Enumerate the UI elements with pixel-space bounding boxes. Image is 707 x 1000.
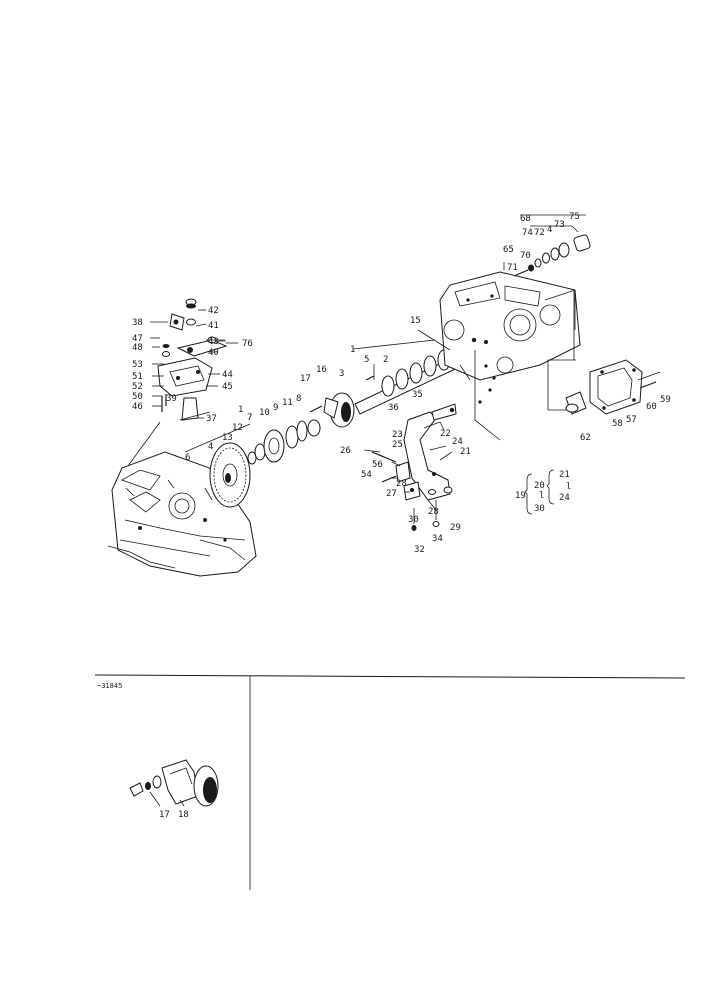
callout-71: 71 [507, 263, 518, 273]
callout-19: 19 [515, 491, 526, 501]
callout-30: 30 [408, 515, 419, 525]
callout-72: 72 [534, 228, 545, 238]
callout-10: 10 [259, 408, 270, 418]
callout-24-range: 24 [559, 493, 570, 503]
callout-51: 51 [132, 372, 143, 382]
callout-75: 75 [569, 212, 580, 222]
gear-train [209, 392, 355, 508]
callout-46: 46 [132, 402, 143, 412]
range-mark-2: l [539, 491, 544, 501]
callout-34: 34 [432, 534, 443, 544]
callout-9: 9 [273, 403, 278, 413]
callout-70: 70 [520, 251, 531, 261]
callout-4-gear: 4 [208, 442, 213, 452]
callout-60: 60 [646, 402, 657, 412]
callout-13: 13 [222, 433, 233, 443]
callout-35: 35 [412, 390, 423, 400]
range-bracket-19 [525, 469, 555, 515]
callout-2: 2 [383, 355, 388, 365]
serial-note: ~31845 [97, 682, 122, 690]
callout-16: 16 [316, 365, 327, 375]
callout-23: 23 [392, 430, 403, 440]
callout-1-shaft: 1 [350, 345, 355, 355]
callout-76: 76 [242, 339, 253, 349]
callout-20: 20 [534, 481, 545, 491]
timing-cover [565, 359, 661, 415]
callout-44: 44 [222, 370, 233, 380]
callout-47: 47 [132, 334, 143, 344]
callout-4-pump: 4 [547, 225, 552, 235]
callout-65: 65 [503, 245, 514, 255]
callout-45: 45 [222, 382, 233, 392]
callout-48: 48 [132, 343, 143, 353]
callout-24: 24 [452, 437, 463, 447]
inset-detail-drawing: 17 18 [129, 759, 219, 820]
callout-1-gear: 1 [238, 405, 243, 415]
callout-3: 3 [339, 369, 344, 379]
callout-8-seal: 8 [296, 394, 301, 404]
callout-74: 74 [522, 228, 533, 238]
callout-21-range: 21 [559, 470, 570, 480]
governor-fork-assembly [371, 403, 457, 531]
callout-54: 54 [361, 470, 372, 480]
governor-lever-assembly [157, 298, 228, 421]
callout-42: 42 [208, 306, 219, 316]
callout-73: 73 [554, 220, 565, 230]
inset-callout-17: 17 [159, 810, 170, 820]
callout-68: 68 [520, 214, 531, 224]
callout-53: 53 [132, 360, 143, 370]
callout-38: 38 [132, 318, 143, 328]
callout-25: 25 [392, 440, 403, 450]
callout-5: 5 [364, 355, 369, 365]
callout-39: 39 [166, 394, 177, 404]
inset-callout-18: 18 [178, 810, 189, 820]
callout-32: 32 [414, 545, 425, 555]
callout-30-range: 30 [534, 504, 545, 514]
exploded-assembly-drawing: 68 75 74 72 4 73 65 70 71 42 38 41 47 43… [107, 212, 671, 577]
range-mark-1: l [566, 482, 571, 492]
leader-lines [150, 214, 586, 493]
callout-43: 43 [208, 337, 219, 347]
callout-26: 26 [340, 446, 351, 456]
callout-21: 21 [460, 447, 471, 457]
inset-frame: ~31845 [94, 674, 686, 890]
callout-59: 59 [660, 395, 671, 405]
callout-7: 7 [247, 413, 252, 423]
callout-17: 17 [300, 374, 311, 384]
callout-50: 50 [132, 392, 143, 402]
callout-11: 11 [282, 398, 293, 408]
callout-36: 36 [388, 403, 399, 413]
callout-56: 56 [372, 460, 383, 470]
callout-15: 15 [410, 316, 421, 326]
callout-27: 27 [386, 489, 397, 499]
callout-12: 12 [232, 423, 243, 433]
callout-28-upper: 28 [396, 479, 407, 489]
callout-62: 62 [580, 433, 591, 443]
callout-57: 57 [626, 415, 637, 425]
callout-labels: 68 75 74 72 4 73 65 70 71 42 38 41 47 43… [132, 212, 671, 555]
callout-41: 41 [208, 321, 219, 331]
callout-28-lower: 28 [428, 507, 439, 517]
injection-pump-parts [513, 234, 591, 277]
callout-58: 58 [612, 419, 623, 429]
callout-40: 40 [208, 348, 219, 358]
callout-37: 37 [206, 414, 217, 424]
callout-52: 52 [132, 382, 143, 392]
callout-29: 29 [450, 523, 461, 533]
callout-22: 22 [440, 429, 451, 439]
callout-6: 6 [185, 453, 190, 463]
cylinder-block [439, 271, 581, 441]
